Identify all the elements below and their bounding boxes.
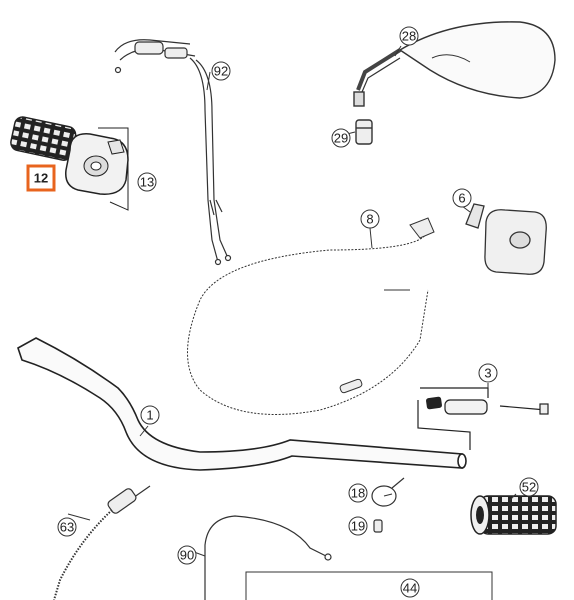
leader-lines	[67, 45, 517, 557]
cable-tie-and-clip	[371, 477, 405, 533]
svg-text:92: 92	[214, 64, 228, 79]
svg-text:13: 13	[140, 175, 154, 190]
hot-start-cable	[53, 485, 151, 600]
cable-90	[204, 515, 332, 600]
svg-text:6: 6	[458, 191, 465, 206]
callout-44: 44	[400, 578, 420, 598]
clutch-cable	[187, 217, 435, 415]
svg-text:18: 18	[351, 486, 365, 501]
callout-63: 63	[57, 517, 77, 537]
callout-52: 52	[519, 477, 539, 497]
callout-12: 12	[26, 164, 56, 192]
svg-text:63: 63	[60, 520, 74, 535]
svg-text:28: 28	[402, 29, 416, 44]
mirror-assembly	[353, 21, 556, 145]
svg-text:19: 19	[351, 519, 365, 534]
svg-text:3: 3	[484, 366, 491, 381]
callout-29: 29	[331, 128, 351, 148]
svg-text:29: 29	[334, 131, 348, 146]
callout-92: 92	[211, 61, 231, 81]
throttle-grip-assembly	[10, 116, 129, 211]
svg-text:44: 44	[403, 581, 417, 596]
svg-text:52: 52	[522, 480, 536, 495]
callout-8: 8	[360, 209, 380, 229]
kill-switch	[465, 203, 547, 275]
throttle-cables	[114, 39, 232, 266]
svg-text:90: 90	[180, 548, 194, 563]
svg-text:1: 1	[146, 408, 153, 423]
svg-text:8: 8	[366, 212, 373, 227]
callout-90: 90	[177, 545, 197, 565]
callout-19: 19	[348, 516, 368, 536]
part-44-box	[245, 571, 493, 600]
callout-3: 3	[478, 363, 498, 383]
handlebar	[17, 337, 467, 471]
callout-18: 18	[348, 483, 368, 503]
callout-28: 28	[399, 26, 419, 46]
left-grip	[470, 495, 557, 535]
bar-end-kit	[417, 387, 549, 450]
callout-1: 1	[140, 405, 160, 425]
callout-13: 13	[137, 172, 157, 192]
svg-text:12: 12	[34, 171, 48, 186]
callout-6: 6	[452, 188, 472, 208]
